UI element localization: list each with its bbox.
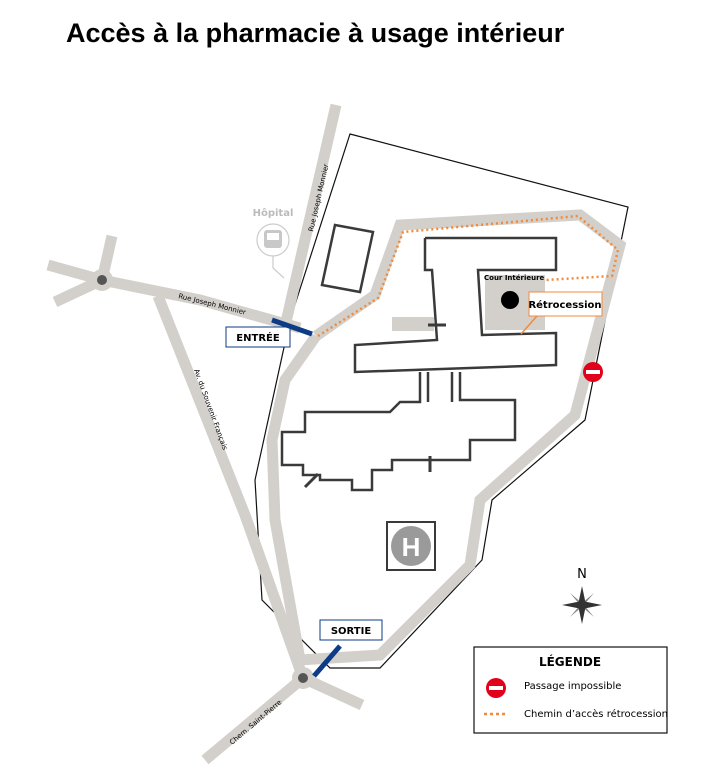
legend-item-label: Passage impossible — [524, 681, 621, 692]
exit-box — [319, 619, 383, 641]
exit-arrow — [312, 644, 342, 678]
retrocession-label: Rétrocession — [528, 299, 601, 311]
retrocession-box — [528, 291, 603, 317]
helipad: H — [386, 521, 436, 571]
compass-north: N — [577, 567, 587, 582]
street-label: Rue Joseph Monnier — [178, 292, 247, 317]
exit-label: SORTIE — [331, 626, 371, 637]
legend: LÉGENDE Passage impossible Chemin d’accè… — [473, 646, 668, 734]
no-entry-icon — [583, 362, 603, 382]
page-title: Accès à la pharmacie à usage intérieur — [66, 18, 565, 48]
courtyard-marker — [501, 291, 519, 309]
entrance-arrow — [271, 317, 313, 337]
bus-stop-label: Hôpital — [253, 207, 294, 219]
entrance-label: ENTRÉE — [236, 331, 280, 344]
roundabout-bottom — [298, 673, 308, 683]
no-entry-icon — [486, 678, 506, 698]
legend-item-label: Chemin d’accès rétrocession — [524, 708, 668, 720]
buildings — [280, 223, 558, 492]
bus-icon — [256, 223, 290, 279]
courtyard-label: Cour Intérieure — [484, 274, 545, 282]
entrance-box — [225, 326, 291, 348]
compass-rose-icon — [562, 586, 602, 624]
site-boundary — [254, 133, 629, 669]
helipad-letter: H — [402, 532, 421, 562]
street-label: Chem. Saint-Pierre — [228, 698, 283, 746]
roundabout-top — [97, 275, 107, 285]
legend-title: LÉGENDE — [539, 654, 601, 669]
direction-arrows — [303, 323, 446, 489]
